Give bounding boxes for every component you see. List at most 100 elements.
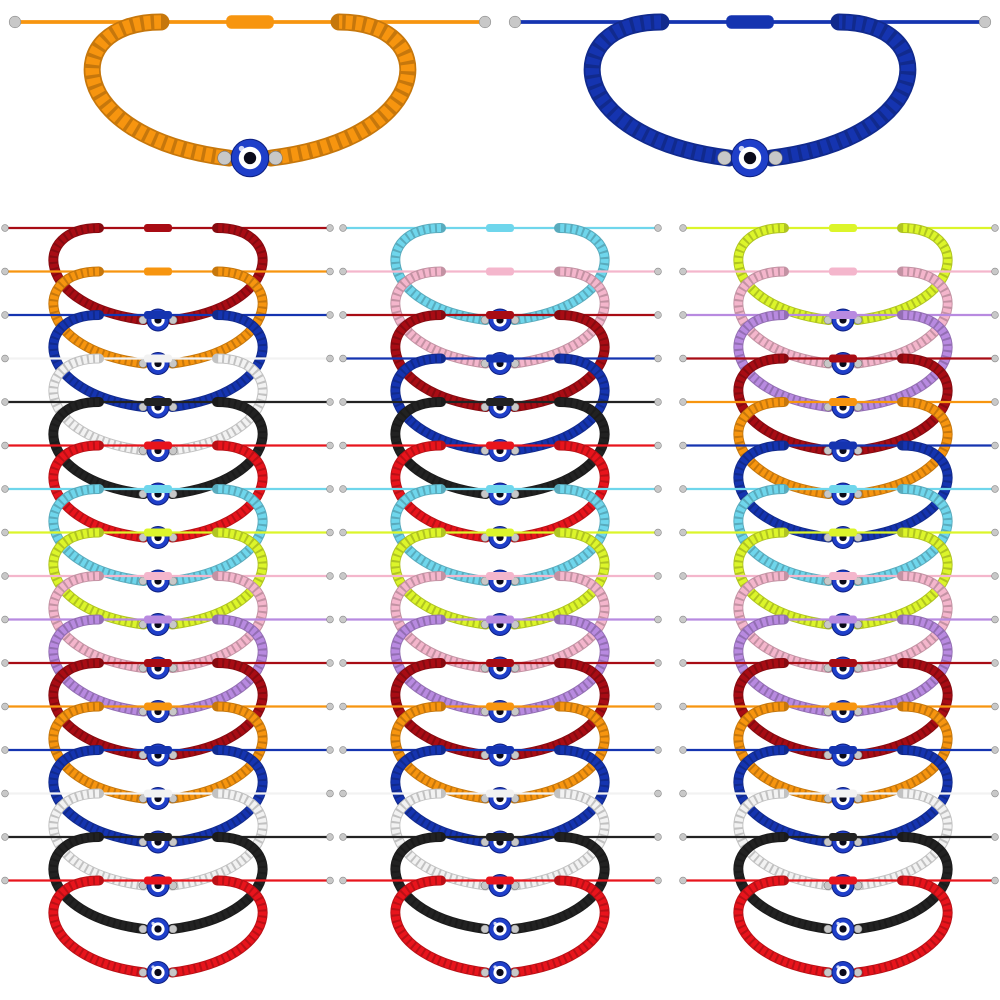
eye-highlight <box>493 921 497 926</box>
end-bead <box>654 485 662 493</box>
end-bead <box>1 615 9 624</box>
evil-eye-pupil <box>496 968 504 977</box>
sliding-knot <box>144 528 172 537</box>
braid-texture <box>49 267 267 368</box>
sliding-knot <box>829 398 857 406</box>
end-bead <box>339 267 347 276</box>
sliding-knot <box>144 876 172 885</box>
silver-bead <box>510 968 520 977</box>
end-bead <box>654 267 662 276</box>
evil-eye-pupil <box>743 151 757 165</box>
sliding-knot <box>829 267 857 276</box>
bracelet-blue <box>339 353 662 462</box>
braid-texture <box>391 267 609 368</box>
end-bead <box>991 398 999 406</box>
evil-eye-pupil <box>243 151 257 165</box>
braid-texture <box>49 311 267 411</box>
sliding-knot <box>486 833 514 841</box>
end-bead <box>326 354 334 363</box>
bracelet-yellow <box>339 527 662 636</box>
end-bead <box>339 528 347 537</box>
sliding-knot <box>486 528 514 537</box>
silver-bead <box>217 150 232 166</box>
end-bead <box>679 528 687 537</box>
bracelet-pink <box>339 571 662 680</box>
end-bead <box>1 267 9 276</box>
sliding-knot <box>144 659 172 667</box>
sliding-knot <box>486 572 514 580</box>
end-bead <box>679 398 687 406</box>
braid-texture <box>391 528 609 629</box>
bracelet-red <box>1 875 334 984</box>
braid-texture <box>391 485 609 585</box>
braid-texture <box>734 702 952 803</box>
braid-texture <box>734 572 952 672</box>
bracelet-darkred <box>339 310 662 419</box>
braid-texture <box>391 441 609 542</box>
silver-bead <box>853 924 863 934</box>
end-bead <box>326 702 334 711</box>
sliding-knot <box>829 224 857 232</box>
silver-bead <box>168 924 178 934</box>
end-bead <box>339 572 347 580</box>
end-bead <box>339 615 347 624</box>
braid-texture <box>49 441 267 542</box>
evil-eye-pupil <box>839 968 847 977</box>
silver-bead <box>717 150 732 166</box>
end-bead <box>654 398 662 406</box>
sliding-knot <box>829 789 857 798</box>
sliding-knot <box>486 224 514 232</box>
end-bead <box>679 789 687 798</box>
end-bead <box>991 224 999 232</box>
end-bead <box>326 485 334 493</box>
end-bead <box>339 354 347 363</box>
end-bead <box>339 833 347 841</box>
braid-texture <box>49 398 267 498</box>
bracelet-red <box>339 440 662 549</box>
end-bead <box>991 833 999 841</box>
braid-texture <box>49 659 267 759</box>
bracelet-red <box>1 440 334 549</box>
silver-bead <box>853 968 863 977</box>
sliding-knot <box>486 876 514 885</box>
braid-texture <box>391 224 609 324</box>
silver-bead <box>168 968 178 977</box>
bracelet-pink <box>679 266 999 375</box>
sliding-knot <box>829 659 857 667</box>
end-bead <box>679 615 687 624</box>
end-bead <box>1 441 9 450</box>
sliding-knot <box>144 746 172 754</box>
end-bead <box>654 572 662 580</box>
silver-bead <box>138 968 148 977</box>
end-bead <box>679 702 687 711</box>
sliding-knot <box>144 311 172 319</box>
braid-texture <box>734 659 952 759</box>
end-bead <box>654 354 662 363</box>
bracelet-white <box>339 788 662 897</box>
sliding-knot <box>486 746 514 754</box>
end-bead <box>326 398 334 406</box>
bracelet-orange <box>679 701 999 810</box>
end-bead <box>991 746 999 754</box>
end-bead <box>1 833 9 841</box>
sliding-knot <box>144 441 172 450</box>
end-bead <box>654 833 662 841</box>
sliding-knot <box>486 311 514 319</box>
silver-bead <box>480 968 490 977</box>
end-bead <box>1 528 9 537</box>
bracelet-black <box>339 397 662 506</box>
sliding-knot <box>144 615 172 624</box>
eye-highlight <box>151 965 155 969</box>
bracelet-red <box>339 875 662 984</box>
evil-eye-pupil <box>496 925 504 933</box>
sliding-knot <box>726 15 774 29</box>
sliding-knot <box>144 485 172 493</box>
sliding-knot <box>144 702 172 711</box>
end-bead <box>991 615 999 624</box>
braid-texture <box>391 354 609 455</box>
braid-texture <box>391 746 609 846</box>
braid-texture <box>734 789 952 890</box>
evil-eye-pupil <box>154 925 162 933</box>
end-bead <box>326 572 334 580</box>
